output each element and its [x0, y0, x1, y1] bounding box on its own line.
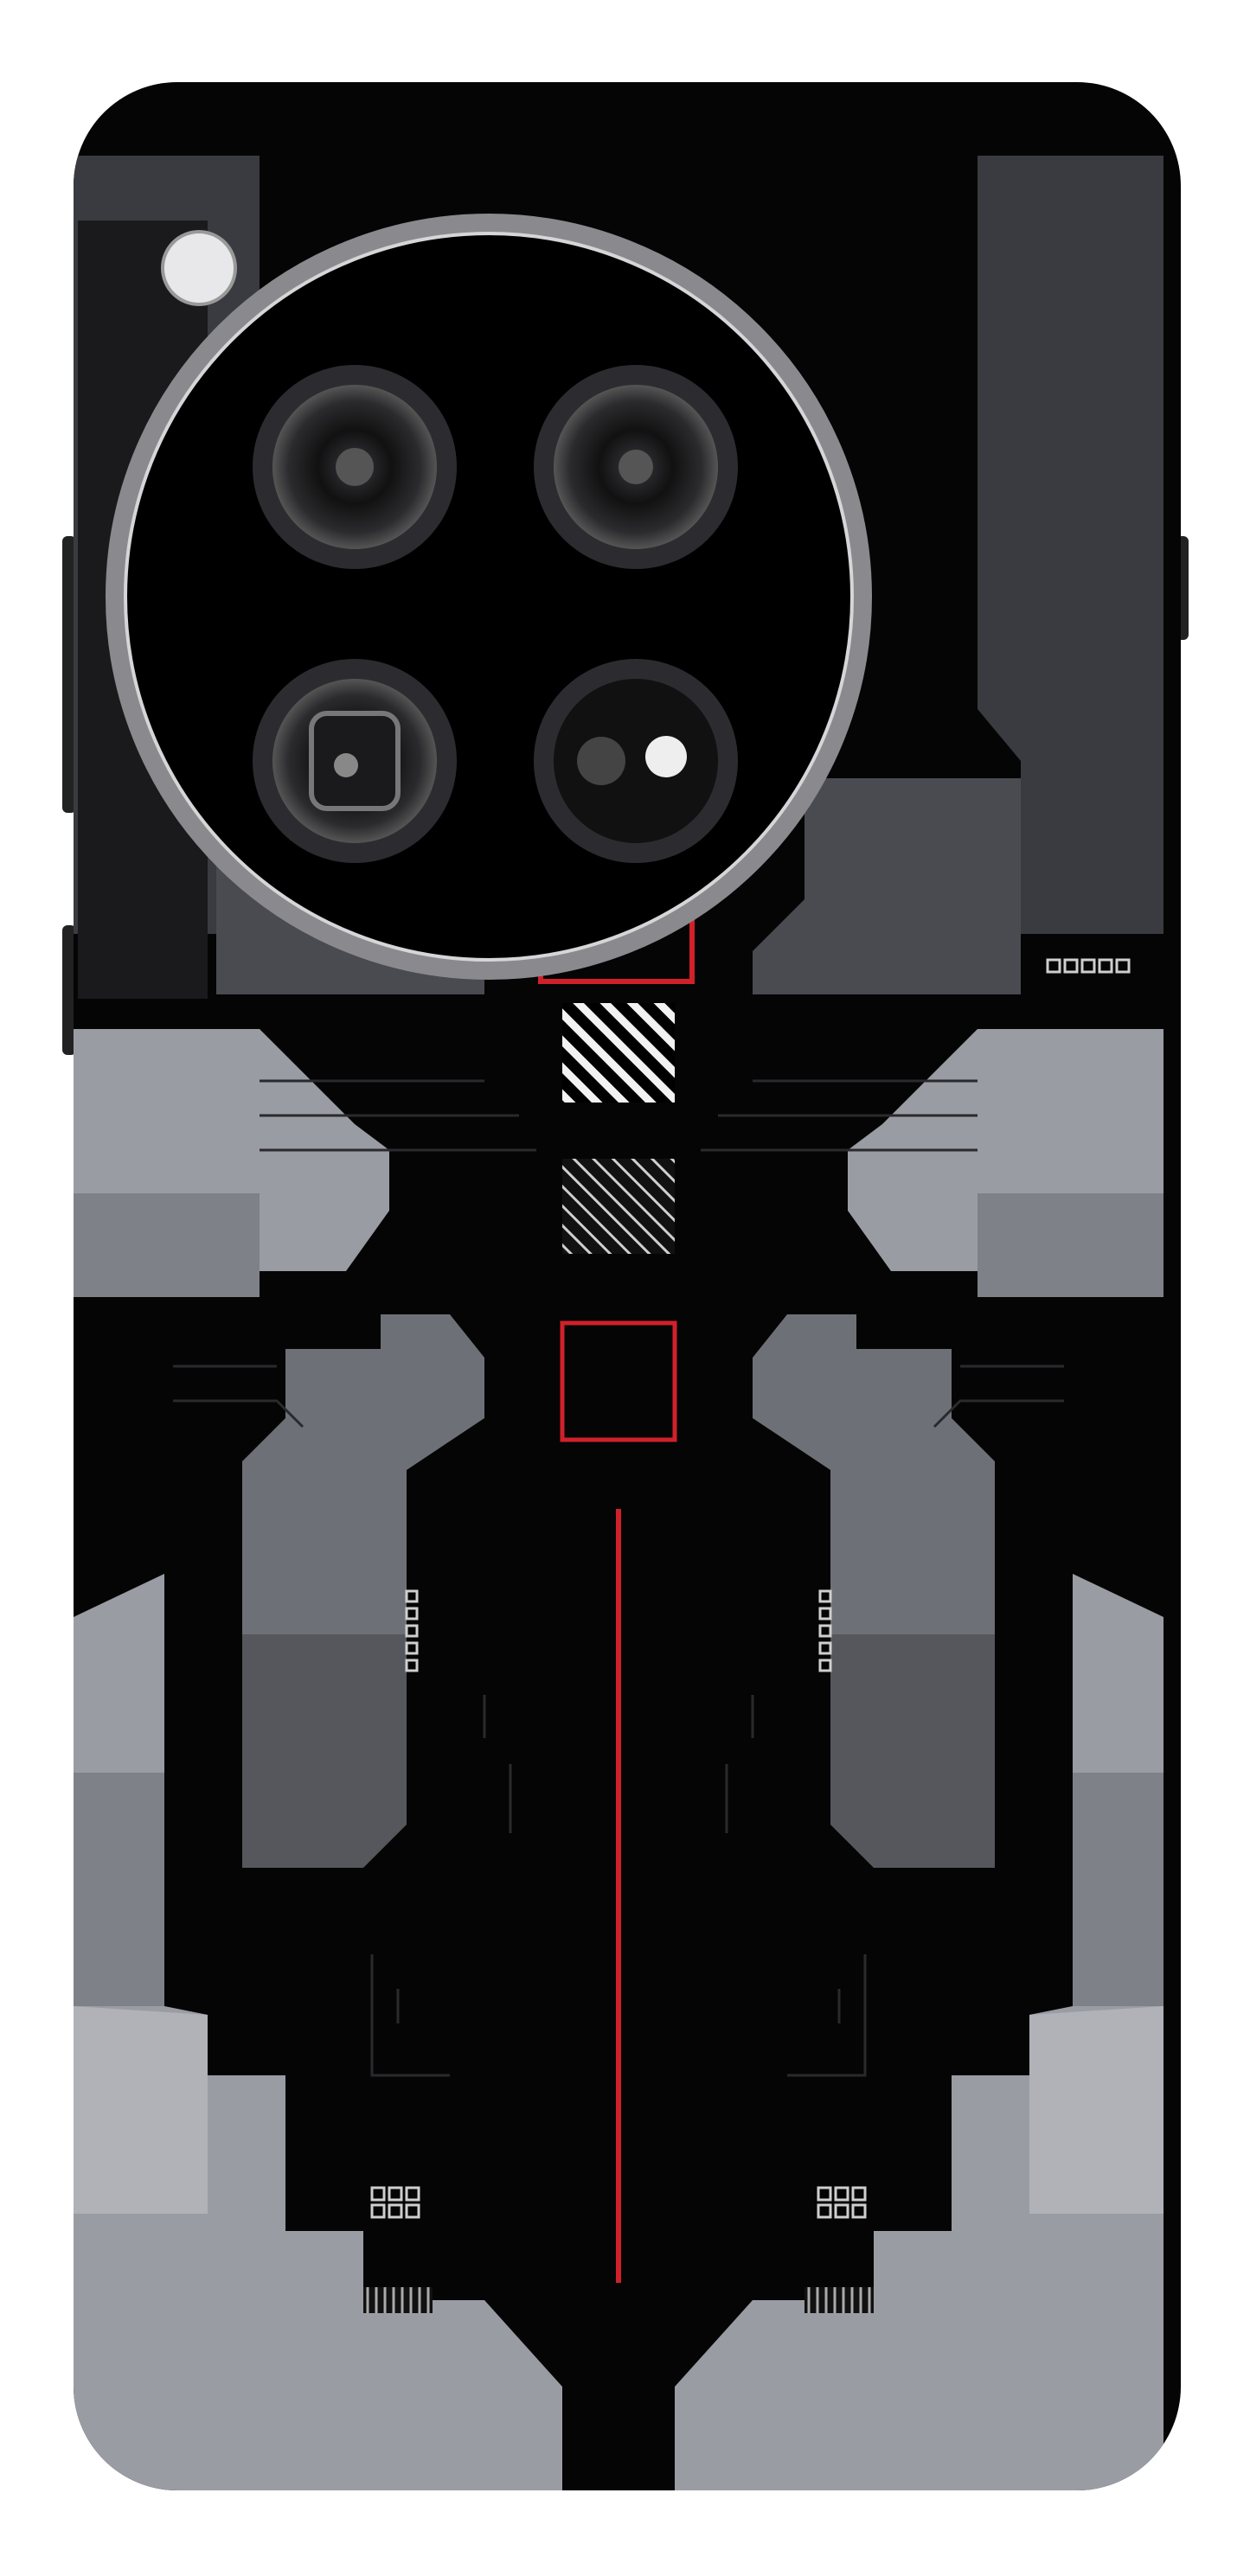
hatched-block	[562, 1003, 675, 1103]
camera-lens-icon	[253, 659, 457, 863]
flash-icon	[161, 230, 237, 306]
camera-lens-icon	[253, 365, 457, 569]
camera-module	[106, 214, 872, 980]
flash-and-sensor	[534, 659, 738, 863]
hatched-block-fine	[562, 1159, 675, 1254]
camera-lens-icon	[534, 365, 738, 569]
side-button-left	[62, 536, 76, 813]
side-button-left-lower	[62, 925, 76, 1055]
red-square-bottom	[560, 1320, 677, 1442]
